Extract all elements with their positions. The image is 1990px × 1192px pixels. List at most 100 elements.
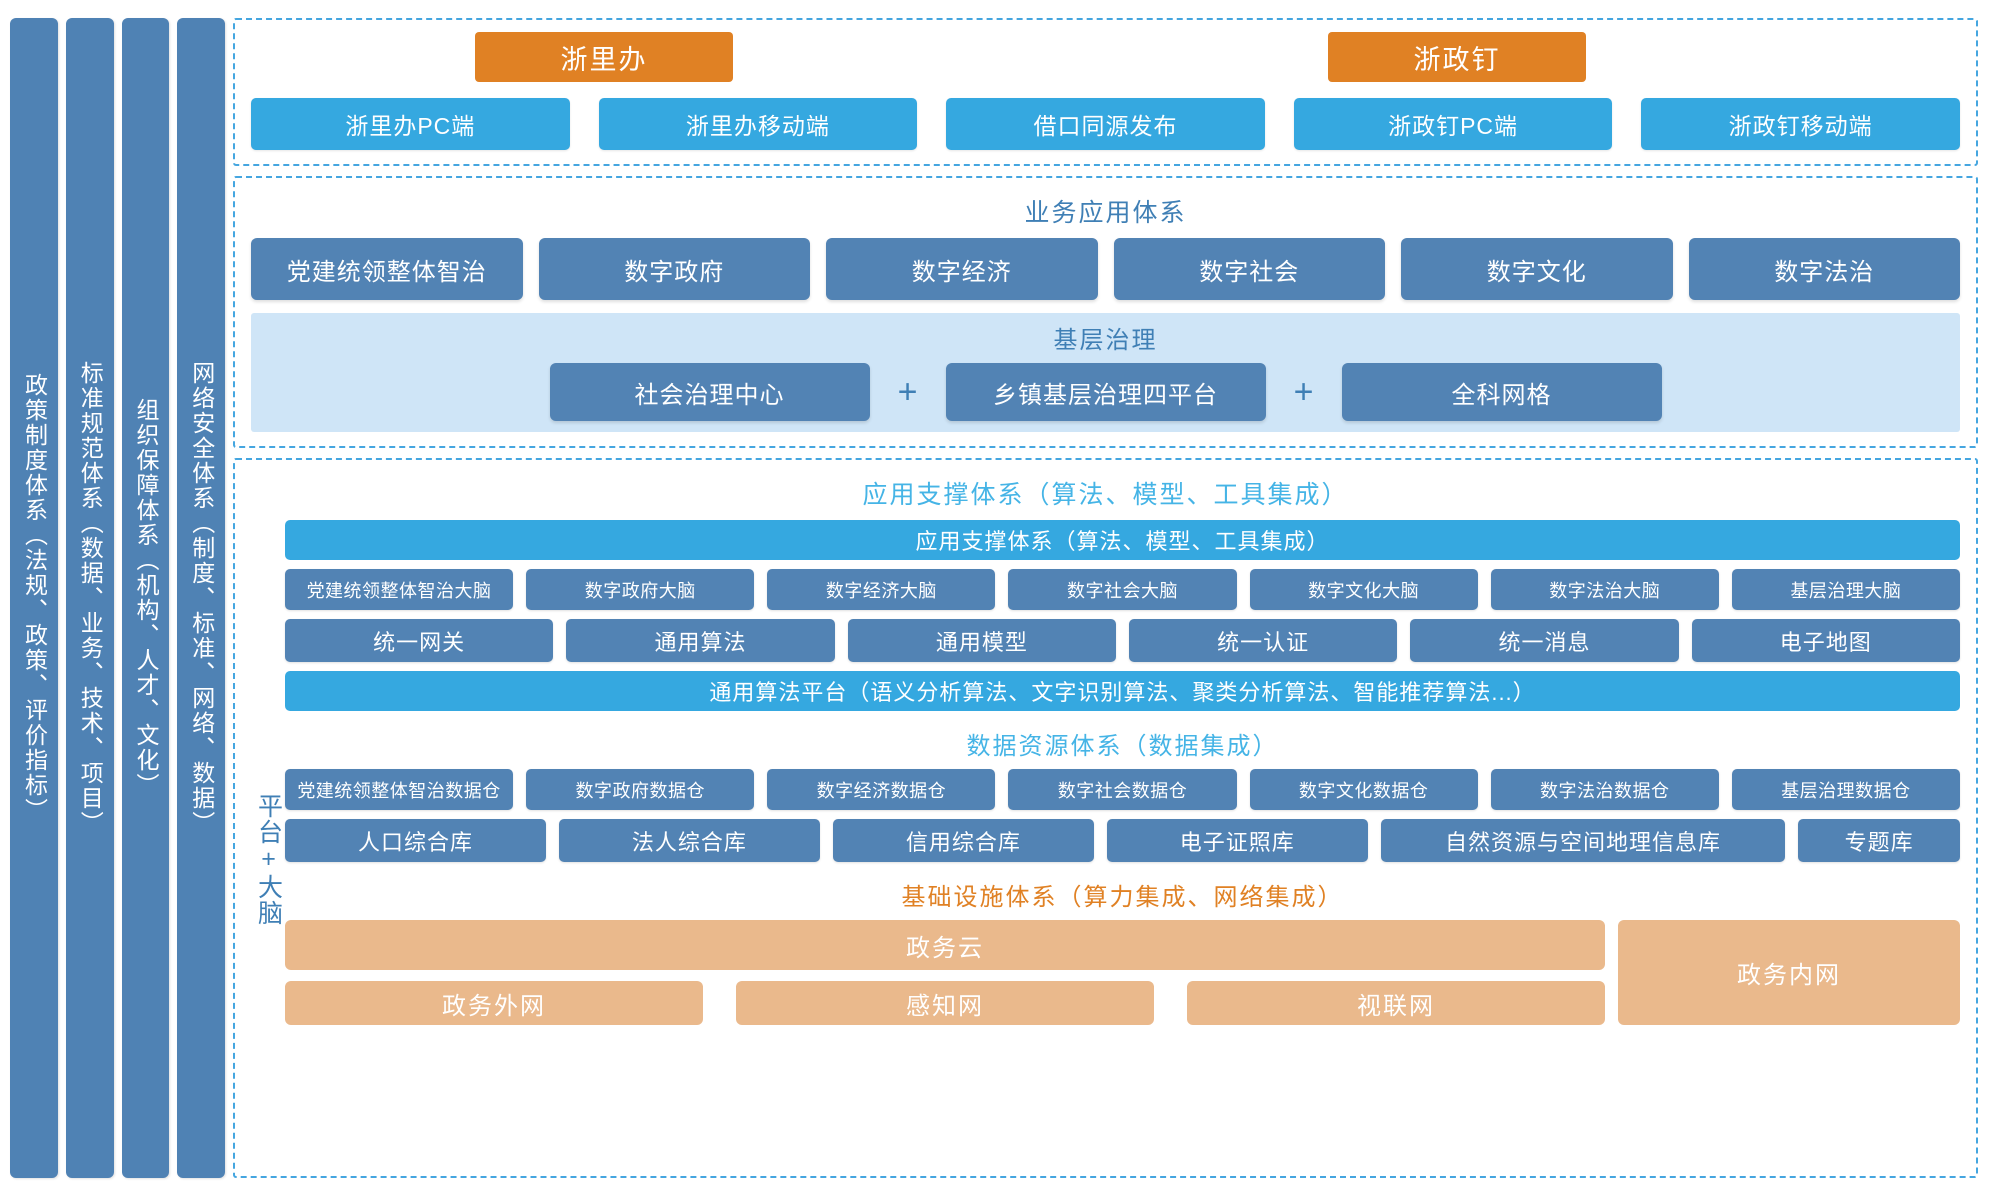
business-app-label: 数字经济 <box>911 258 1012 286</box>
common-service-item[interactable]: 通用算法 <box>566 619 835 662</box>
common-service-item[interactable]: 通用模型 <box>847 619 1116 662</box>
business-app-label: 数字文化 <box>1486 258 1587 286</box>
brain-label: 数字社会大脑 <box>1066 580 1178 601</box>
infra-network-label: 视联网 <box>1357 992 1435 1020</box>
brain-label: 数字文化大脑 <box>1308 580 1420 601</box>
channel-item[interactable]: 借口同源发布 <box>946 98 1265 150</box>
business-app-item[interactable]: 数字文化 <box>1401 238 1673 300</box>
pillar-label: 标准规范体系（数据、业务、技术、项目） <box>77 360 104 836</box>
grassroots-label: 社会治理中心 <box>634 381 785 409</box>
grassroots-label: 全科网格 <box>1451 381 1552 409</box>
business-app-label: 数字政府 <box>624 258 725 286</box>
common-service-label: 电子地图 <box>1779 629 1872 655</box>
brain-item[interactable]: 党建统领整体智治大脑 <box>285 569 514 610</box>
brain-label: 数字法治大脑 <box>1549 580 1661 601</box>
grassroots-title: 基层治理 <box>1053 327 1158 354</box>
common-service-item[interactable]: 统一消息 <box>1410 619 1679 662</box>
business-section-title: 业务应用体系 <box>1024 199 1187 227</box>
database-row: 人口综合库 法人综合库 信用综合库 电子证照库 自然资源与空间地理信息库 专题库 <box>285 819 1960 862</box>
infra-intranet-label: 政务内网 <box>1737 962 1841 989</box>
platform-inner: 平台+大脑 应用支撑体系（算法、模型、工具集成） 党建统领整体智治大脑 数字政府… <box>251 520 1960 1162</box>
support-system-bar-label: 应用支撑体系（算法、模型、工具集成） <box>915 529 1330 554</box>
brain-row: 党建统领整体智治大脑 数字政府大脑 数字经济大脑 数字社会大脑 数字文化大脑 数… <box>285 569 1960 610</box>
infra-network-item[interactable]: 感知网 <box>736 981 1154 1025</box>
platform-brain-side-label: 平台+大脑 <box>251 520 285 1162</box>
brain-label: 数字经济大脑 <box>825 580 937 601</box>
channel-label: 浙政钉移动端 <box>1728 113 1873 139</box>
infra-network-row: 政务外网 感知网 视联网 <box>285 981 1605 1025</box>
brain-item[interactable]: 数字文化大脑 <box>1249 569 1478 610</box>
database-item[interactable]: 专题库 <box>1798 819 1960 862</box>
infra-network-label: 政务外网 <box>442 992 546 1020</box>
data-warehouse-label: 数字政府数据仓 <box>575 780 705 801</box>
database-item[interactable]: 信用综合库 <box>832 819 1094 862</box>
pillar-network-security-system: 网络安全体系（制度、标准、网络、数据） <box>177 18 225 1178</box>
data-warehouse-item[interactable]: 数字社会数据仓 <box>1008 769 1237 810</box>
database-label: 电子证照库 <box>1179 829 1295 855</box>
data-warehouse-label: 数字社会数据仓 <box>1057 780 1188 801</box>
plus-icon: + <box>1293 372 1314 411</box>
infrastructure-row: 政务云 政务外网 感知网 视联网 政务内网 <box>285 920 1960 1025</box>
brain-item[interactable]: 基层治理大脑 <box>1731 569 1960 610</box>
channel-item[interactable]: 浙政钉移动端 <box>1641 98 1960 150</box>
grassroots-item-four-platforms[interactable]: 乡镇基层治理四平台 <box>945 363 1266 421</box>
common-service-item[interactable]: 电子地图 <box>1691 619 1960 662</box>
pillar-standards-system: 标准规范体系（数据、业务、技术、项目） <box>65 18 114 1178</box>
infrastructure-title: 基础设施体系（算力集成、网络集成） <box>901 884 1344 911</box>
common-service-label: 统一网关 <box>373 629 466 655</box>
brain-label: 基层治理大脑 <box>1790 580 1902 601</box>
database-item[interactable]: 法人综合库 <box>558 819 820 862</box>
data-warehouse-label: 数字法治数据仓 <box>1540 780 1670 801</box>
data-warehouse-label: 数字经济数据仓 <box>816 780 947 801</box>
business-application-section: 业务应用体系 党建统领整体智治 数字政府 数字经济 数字社会 数字文化 数字法治… <box>233 176 1978 448</box>
channel-item[interactable]: 浙里办PC端 <box>251 98 570 150</box>
channel-row: 浙里办PC端 浙里办移动端 借口同源发布 浙政钉PC端 浙政钉移动端 <box>251 98 1960 150</box>
data-warehouse-item[interactable]: 数字政府数据仓 <box>526 769 755 810</box>
channel-item[interactable]: 浙政钉PC端 <box>1293 98 1613 150</box>
brain-item[interactable]: 数字法治大脑 <box>1490 569 1719 610</box>
brand-label: 浙里办 <box>560 44 648 75</box>
business-app-item[interactable]: 数字社会 <box>1113 238 1385 300</box>
common-service-row: 统一网关 通用算法 通用模型 统一认证 统一消息 电子地图 <box>285 619 1960 662</box>
common-service-item[interactable]: 统一认证 <box>1128 619 1398 662</box>
infra-government-cloud[interactable]: 政务云 <box>285 920 1605 970</box>
database-label: 人口综合库 <box>357 829 473 855</box>
business-app-item[interactable]: 数字经济 <box>826 238 1098 300</box>
channel-item[interactable]: 浙里办移动端 <box>598 98 918 150</box>
brain-label: 党建统领整体智治大脑 <box>306 580 492 601</box>
database-item[interactable]: 自然资源与空间地理信息库 <box>1380 819 1786 862</box>
business-app-item[interactable]: 数字法治 <box>1688 238 1960 300</box>
infra-cloud-label: 政务云 <box>906 934 984 962</box>
database-item[interactable]: 电子证照库 <box>1106 819 1368 862</box>
data-warehouse-item[interactable]: 数字经济数据仓 <box>767 769 996 810</box>
platform-brain-section: 应用支撑体系（算法、模型、工具集成） 平台+大脑 应用支撑体系（算法、模型、工具… <box>233 458 1978 1178</box>
data-warehouse-item[interactable]: 数字法治数据仓 <box>1490 769 1719 810</box>
infra-government-intranet[interactable]: 政务内网 <box>1618 920 1960 1025</box>
data-warehouse-item[interactable]: 数字文化数据仓 <box>1249 769 1478 810</box>
brand-label: 浙政钉 <box>1413 44 1501 75</box>
grassroots-item-full-grid[interactable]: 全科网格 <box>1341 363 1662 421</box>
database-label: 信用综合库 <box>905 829 1021 855</box>
platform-brain-side-text: 平台+大脑 <box>254 792 283 926</box>
infra-network-item[interactable]: 政务外网 <box>285 981 703 1025</box>
brain-item[interactable]: 数字经济大脑 <box>767 569 996 610</box>
business-app-item[interactable]: 数字政府 <box>538 238 810 300</box>
pillar-policy-system: 政策制度体系（法规、政策、评价指标） <box>10 18 58 1178</box>
data-warehouse-label: 基层治理数据仓 <box>1781 780 1911 801</box>
brand-zhelib: 浙里办 <box>475 32 733 82</box>
common-service-item[interactable]: 统一网关 <box>285 619 554 662</box>
grassroots-governance-panel: 基层治理 社会治理中心 + 乡镇基层治理四平台 + 全科网格 <box>251 313 1960 432</box>
infra-network-item[interactable]: 视联网 <box>1187 981 1605 1025</box>
database-item[interactable]: 人口综合库 <box>285 819 546 862</box>
infrastructure-left: 政务云 政务外网 感知网 视联网 <box>285 920 1605 1025</box>
grassroots-row: 社会治理中心 + 乡镇基层治理四平台 + 全科网格 <box>251 363 1960 421</box>
business-app-row: 党建统领整体智治 数字政府 数字经济 数字社会 数字文化 数字法治 <box>251 238 1960 300</box>
data-resource-title: 数据资源体系（数据集成） <box>966 733 1279 760</box>
brain-item[interactable]: 数字政府大脑 <box>526 569 755 610</box>
grassroots-item-social-governance-center[interactable]: 社会治理中心 <box>549 363 870 421</box>
pillar-label: 组织保障体系（机构、人才、文化） <box>132 398 159 798</box>
data-warehouse-item[interactable]: 党建统领整体智治数据仓 <box>285 769 514 810</box>
business-app-item[interactable]: 党建统领整体智治 <box>251 238 523 300</box>
data-warehouse-item[interactable]: 基层治理数据仓 <box>1731 769 1960 810</box>
brain-item[interactable]: 数字社会大脑 <box>1008 569 1237 610</box>
